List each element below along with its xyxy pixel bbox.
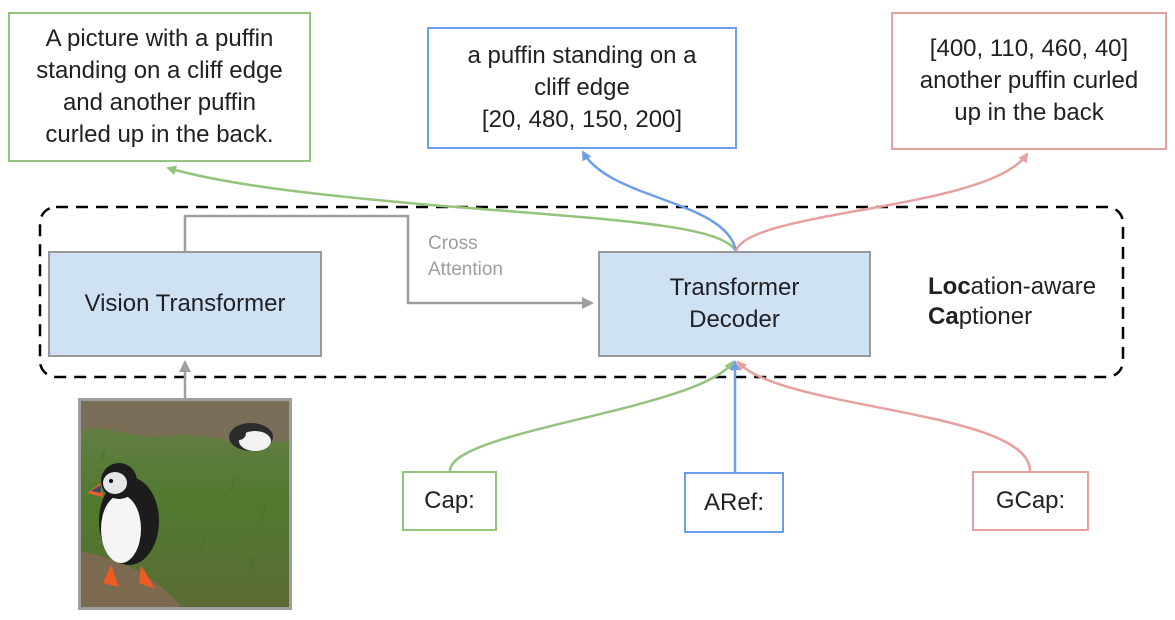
grounded-output-box: [400, 110, 460, 40] another puffin curle… <box>891 12 1167 150</box>
vision-transformer-block: Vision Transformer <box>48 251 322 357</box>
aref-input-label: ARef: <box>703 488 765 516</box>
grounded-output-arrow <box>734 152 1029 252</box>
cross-attention-arrow <box>183 214 594 309</box>
caption-output-text: A picture with a puffin standing on a cl… <box>36 25 283 148</box>
puffin-photo <box>78 398 292 610</box>
model-boundary <box>38 205 1125 379</box>
model-name-bold-2: Ca <box>928 303 959 330</box>
model-name: Location-aware Captioner <box>928 272 1096 332</box>
cap-input-label: Cap: <box>424 487 475 514</box>
cap-input-arrow <box>448 360 735 472</box>
grounded-output-text: [400, 110, 460, 40] another puffin curle… <box>919 35 1139 126</box>
model-name-rest-2: ptioner <box>958 303 1033 330</box>
aref-input-box: ARef: <box>684 472 784 533</box>
transformer-decoder-label: Transformer Decoder <box>669 274 800 333</box>
cross-attention-label: Cross Attention <box>428 233 503 280</box>
cap-input-box: Cap: <box>402 471 497 531</box>
referring-output-arrow <box>581 150 738 252</box>
gcap-input-box: GCap: <box>972 471 1089 531</box>
caption-output-box: A picture with a puffin standing on a cl… <box>8 12 311 162</box>
model-name-bold-1: Loc <box>928 273 971 300</box>
transformer-decoder-block: Transformer Decoder <box>598 251 871 357</box>
gcap-input-label: GCap: <box>995 487 1066 514</box>
caption-output-arrow <box>166 165 738 252</box>
vision-transformer-label: Vision Transformer <box>84 290 286 317</box>
gcap-input-arrow <box>736 360 1032 472</box>
model-name-rest-1: ation-aware <box>970 273 1097 300</box>
referring-output-box: a puffin standing on a cliff edge [20, 4… <box>427 27 737 149</box>
referring-output-text: a puffin standing on a cliff edge [20, 4… <box>467 42 697 133</box>
